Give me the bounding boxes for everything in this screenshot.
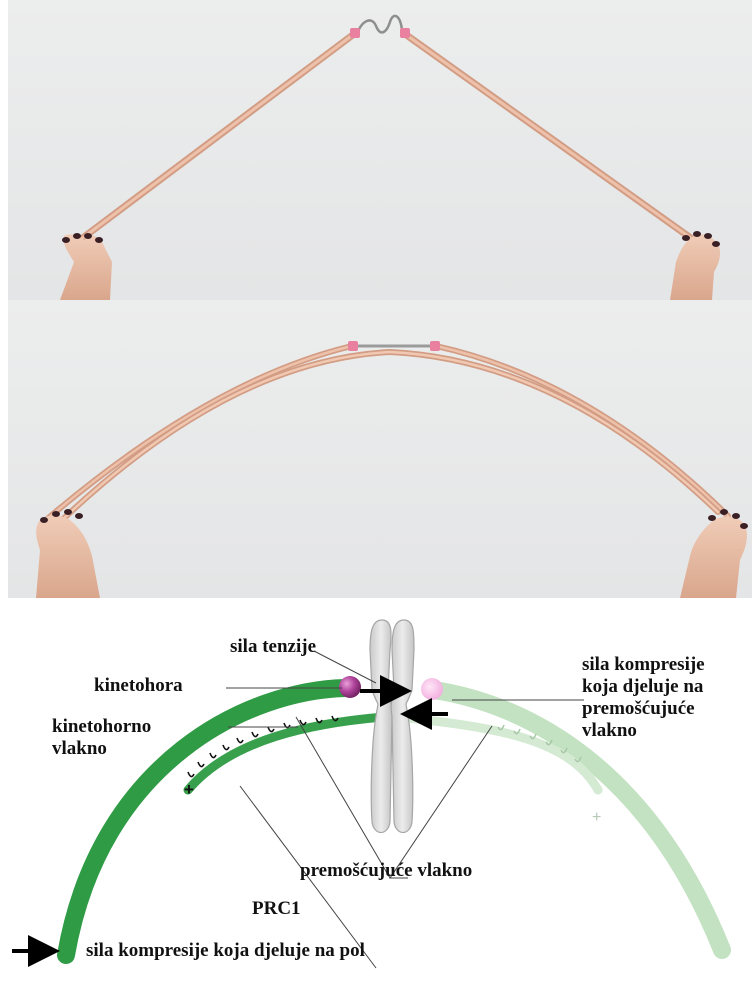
photo-background — [8, 0, 752, 300]
label-tension-force: sila tenzije — [230, 636, 316, 658]
kinetochore-right — [421, 678, 443, 700]
rod-tip-right — [400, 28, 410, 38]
plus-end-sign-right: + — [592, 809, 601, 826]
photo-panel-top — [8, 0, 752, 300]
photo-panel-middle — [8, 300, 752, 598]
bridging-fiber-right — [408, 718, 598, 790]
rod-tip-right — [430, 341, 440, 351]
label-compression-on-pole: sila kompresije koja djeluje na pol — [86, 940, 365, 962]
kinetochore-left — [339, 676, 361, 698]
plus-end-sign-left: + — [184, 780, 194, 799]
label-compression-on-bridging: sila kompresije koja djeluje na premošću… — [582, 654, 705, 742]
rod-tip-left — [350, 28, 360, 38]
chromosome — [370, 620, 414, 833]
label-bridging-fiber: premošćujuće vlakno — [300, 860, 472, 882]
label-kinetochore: kinetohora — [94, 675, 183, 697]
label-prc1: PRC1 — [252, 898, 301, 920]
label-kinetochore-fiber: kinetohorno vlakno — [52, 716, 151, 760]
rod-tip-left — [348, 341, 358, 351]
